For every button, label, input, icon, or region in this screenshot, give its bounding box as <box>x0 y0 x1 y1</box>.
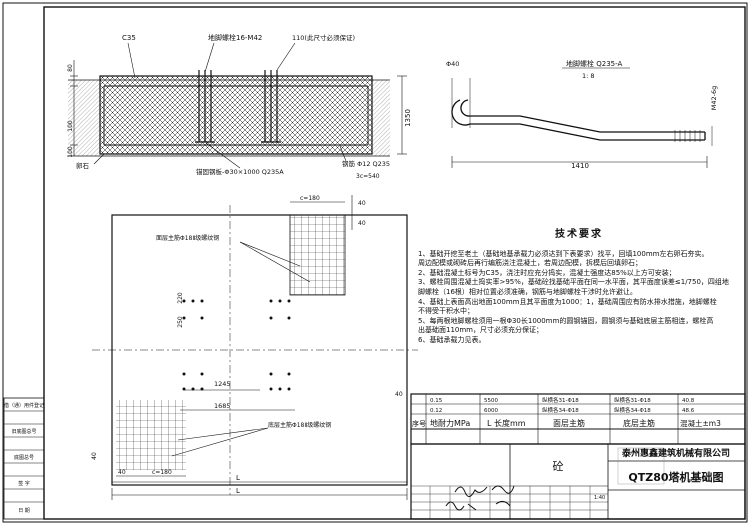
dimension-note: 110(此尺寸必须保证) <box>292 33 355 42</box>
plan-bottom-rebar-label: 底层主筋Φ18Ⅱ级螺纹钢 <box>268 421 331 429</box>
signature-3 <box>491 485 515 507</box>
strip-label-2: 旧底图总号 <box>11 428 36 435</box>
row1-top: 纵横各31-Φ18 <box>542 396 579 404</box>
tech-item-3: 3、螺栓周围混凝土捣实率>95%，基础砼找基础平面在同一水平面，其平面度误差≤1… <box>418 278 729 287</box>
title-block: 砼 泰州惠鑫建筑机械有限公司 QTZ80塔机基础图 1:40 <box>410 443 746 520</box>
plan-top-right-dim-0: 40 <box>358 200 366 207</box>
plan-dim-L-outer: L <box>236 487 240 495</box>
header-top: 面层主筋 <box>553 418 585 428</box>
header-bearing: 地耐力MPa <box>430 418 470 428</box>
row1-concrete: 40.8 <box>682 398 695 404</box>
row2-bearing: 0.12 <box>430 408 442 414</box>
tech-title: 技术要求 <box>555 229 603 240</box>
tech-item-5: 4、基础上表面高出地面100mm且其平面度为1000：1，基础周围应有防水排水措… <box>418 297 717 306</box>
signature-1 <box>454 486 488 497</box>
tech-item-2: 2、基础混凝土标号为C35，浇注时应充分捣实，混凝土强度达85%以上方可安装； <box>418 268 676 277</box>
header-concrete: 混凝土±m3 <box>680 418 721 428</box>
section-right-dim: 1350 <box>404 109 412 127</box>
foundation-block <box>99 75 373 155</box>
anchor-bolt-label: 地脚螺栓16-M42 <box>208 33 262 42</box>
company-stamp <box>617 447 665 485</box>
section-view: 80 100 100 1350 C35 地脚螺栓16-M42 110(此尺寸必须… <box>67 33 412 180</box>
tech-item-1: 周边配模或砌砖后再行编筋浇注混凝土，若周边配模，拆模后回填卵石； <box>418 259 642 268</box>
gravel-label: 卵石 <box>76 161 90 170</box>
row2-concrete: 48.6 <box>682 408 695 414</box>
scale-label: 1:40 <box>594 495 605 501</box>
strip-label-8: 日 期 <box>18 508 30 514</box>
plan-bottom-spacing: c=180 <box>152 469 172 476</box>
plan-top-right-dim-1: 40 <box>358 220 366 227</box>
spacing-label: 3c=540 <box>356 173 380 180</box>
plan-right-40: 40 <box>395 391 403 398</box>
strip-label-4: 底图总号 <box>14 454 34 461</box>
rebar-label: 钢筋 Φ12 Q235 <box>342 159 390 168</box>
bolt-scale-label: 1: 8 <box>582 72 595 80</box>
row1-bottom: 纵横各31-Φ18 <box>614 396 651 404</box>
steel-plate-label: 锚固钢板-Φ30×1000 Q235A <box>196 167 284 176</box>
bolt-thread-label: M42-6g <box>710 86 718 111</box>
header-index: 序号 <box>412 419 426 428</box>
plan-dim-1245: 1245 <box>214 380 231 388</box>
bolt-name-label: 地脚螺栓 Q235-A <box>566 59 622 68</box>
row2-bottom: 纵横各34-Φ18 <box>614 406 651 414</box>
bolt-phi-label: Φ40 <box>446 60 459 68</box>
company-name: 泰州惠鑫建筑机械有限公司 <box>621 447 730 459</box>
concrete-label: C35 <box>122 34 136 42</box>
row1-bearing: 0.15 <box>430 398 443 404</box>
header-bottom: 底层主筋 <box>623 418 655 428</box>
section-left-dim-2: 100 <box>67 146 74 158</box>
plan-top-spacing: c=180 <box>300 195 320 202</box>
header-L: L 长度mm <box>487 418 526 428</box>
bolt-length-label: 1410 <box>571 162 589 170</box>
plan-bottom-40: 40 <box>118 469 126 476</box>
tech-item-8: 出基础面110mm，尺寸必须充分保证； <box>418 326 543 335</box>
plan-inner-dim-1: 250 <box>177 316 184 328</box>
plan-dim-1685: 1685 <box>214 402 231 410</box>
plan-inner-dim-0: 220 <box>177 292 184 304</box>
spec-table: 0.15 5500 纵横各31-Φ18 纵横各31-Φ18 40.8 0.12 … <box>410 393 746 445</box>
section-left-dim-0: 80 <box>67 64 74 72</box>
tech-item-7: 5、每两根地脚螺栓须用一根Φ30长1000mm的圆钢锚固，圆钢须与基础底层主筋相… <box>418 316 714 325</box>
tech-item-4: 脚螺栓（16根）相对位置必须准确，钢筋与地脚螺栓干涉时允许避让。 <box>418 287 637 296</box>
tech-item-0: 1、基础开挖至老土（基础地基承载力必须达到下表要求）找平，回填100mm左右卵石… <box>418 249 709 258</box>
plan-top-rebar-label: 面层主筋Φ18Ⅱ级螺纹钢 <box>156 234 219 242</box>
row1-L: 5500 <box>484 398 498 404</box>
material-label: 砼 <box>553 460 564 473</box>
drawing-title: QTZ80塔机基础图 <box>628 470 723 484</box>
plan-left-40: 40 <box>91 452 98 460</box>
strip-label-0: 借（通）用件登记 <box>4 402 44 409</box>
row2-top: 纵横各34-Φ18 <box>542 406 579 414</box>
sheet-inner-border <box>43 6 746 520</box>
strip-label-6: 签 字 <box>18 480 30 487</box>
bolt-detail: Φ40 地脚螺栓 Q235-A 1: 8 M42-6g 1410 <box>446 59 718 170</box>
left-register-strip: 借（通）用件登记 旧底图总号 底图总号 签 字 日 期 <box>3 397 45 520</box>
signature-2 <box>445 501 477 511</box>
tech-item-9: 6、基础承载力见表。 <box>418 335 486 344</box>
plan-view: c=180 40 40 面层主筋Φ18Ⅱ级螺纹钢 220 250 1245 16… <box>91 195 418 500</box>
tech-item-6: 不得受干积水中； <box>418 307 474 316</box>
plan-dim-L-inner: L <box>236 474 240 482</box>
tech-requirements: 技术要求 1、基础开挖至老土（基础地基承载力必须达到下表要求）找平，回填100m… <box>418 230 740 346</box>
row2-L: 6000 <box>484 408 498 414</box>
section-left-dim-1: 100 <box>67 120 74 132</box>
